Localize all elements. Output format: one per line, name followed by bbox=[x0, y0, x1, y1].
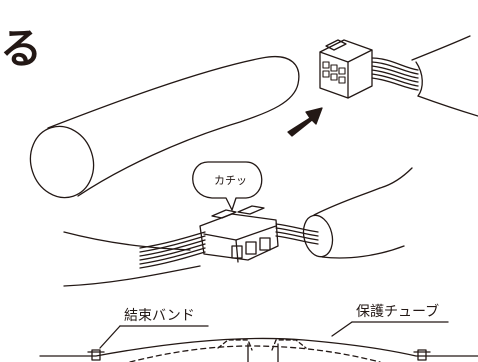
tie-band-label: 結束バンド bbox=[124, 308, 195, 324]
arrow-right-icon bbox=[287, 107, 323, 137]
protective-tube-top bbox=[29, 56, 300, 199]
heading-fragment: る bbox=[0, 24, 43, 73]
connector-top bbox=[319, 35, 478, 117]
assembled-connector bbox=[63, 161, 413, 287]
tube-section-diagram bbox=[39, 321, 478, 362]
protective-tube-label: 保護チューブ bbox=[356, 303, 439, 320]
callout-text: カチッ bbox=[214, 174, 247, 187]
